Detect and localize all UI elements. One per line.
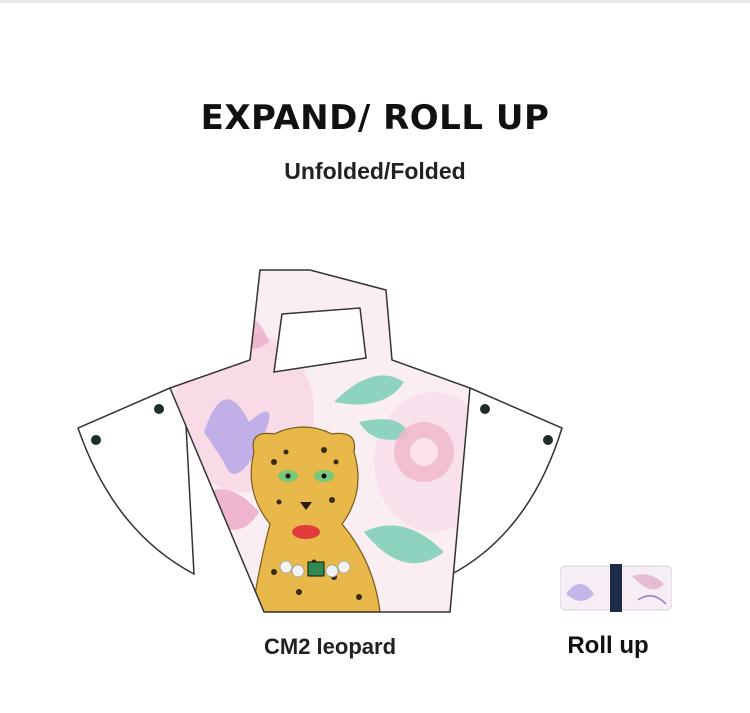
roll-strap bbox=[610, 564, 622, 612]
top-divider bbox=[0, 0, 750, 3]
snap-button-left-2 bbox=[91, 435, 101, 445]
page-subtitle: Unfolded/Folded bbox=[284, 158, 466, 184]
roll-up-label: Roll up bbox=[567, 632, 649, 659]
snap-button-left-1 bbox=[154, 404, 164, 414]
bag-label: CM2 leopard bbox=[263, 634, 397, 659]
unfolded-bag-illustration bbox=[77, 269, 563, 613]
snap-button-right-2 bbox=[543, 435, 553, 445]
left-side-panel bbox=[77, 387, 195, 576]
bag-body-outline bbox=[169, 269, 471, 613]
page-title: EXPAND/ ROLL UP bbox=[200, 98, 550, 138]
right-side-panel bbox=[451, 387, 563, 576]
handle-opening bbox=[273, 307, 367, 373]
rolled-bag-illustration bbox=[560, 564, 672, 612]
snap-button-right-1 bbox=[480, 404, 490, 414]
